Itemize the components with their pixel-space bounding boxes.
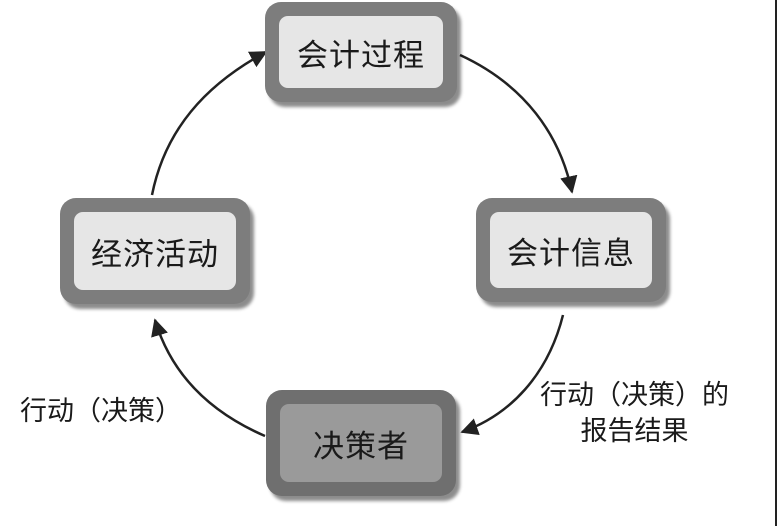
node-accounting-process: 会计过程 bbox=[265, 2, 457, 102]
frame-edge-line bbox=[775, 0, 777, 526]
arrow-decision-to-activity bbox=[151, 318, 266, 438]
label-report-result: 行动（决策）的 报告结果 bbox=[540, 378, 729, 450]
arrow-activity-to-process bbox=[150, 50, 268, 196]
node-accounting-info: 会计信息 bbox=[476, 198, 666, 302]
arrow-info-to-decision bbox=[460, 314, 565, 435]
node-economic-activity-label: 经济活动 bbox=[74, 212, 236, 290]
node-economic-activity: 经济活动 bbox=[60, 198, 250, 304]
label-report-line1: 行动（决策）的 bbox=[540, 380, 729, 411]
node-decision-maker: 决策者 bbox=[266, 390, 456, 496]
node-decision-maker-label: 决策者 bbox=[280, 404, 442, 482]
arrow-process-to-info bbox=[459, 53, 578, 194]
node-accounting-info-label: 会计信息 bbox=[490, 212, 652, 288]
label-report-line2: 报告结果 bbox=[580, 416, 689, 447]
node-accounting-process-label: 会计过程 bbox=[279, 16, 443, 88]
label-action-decision: 行动（决策） bbox=[20, 396, 182, 427]
